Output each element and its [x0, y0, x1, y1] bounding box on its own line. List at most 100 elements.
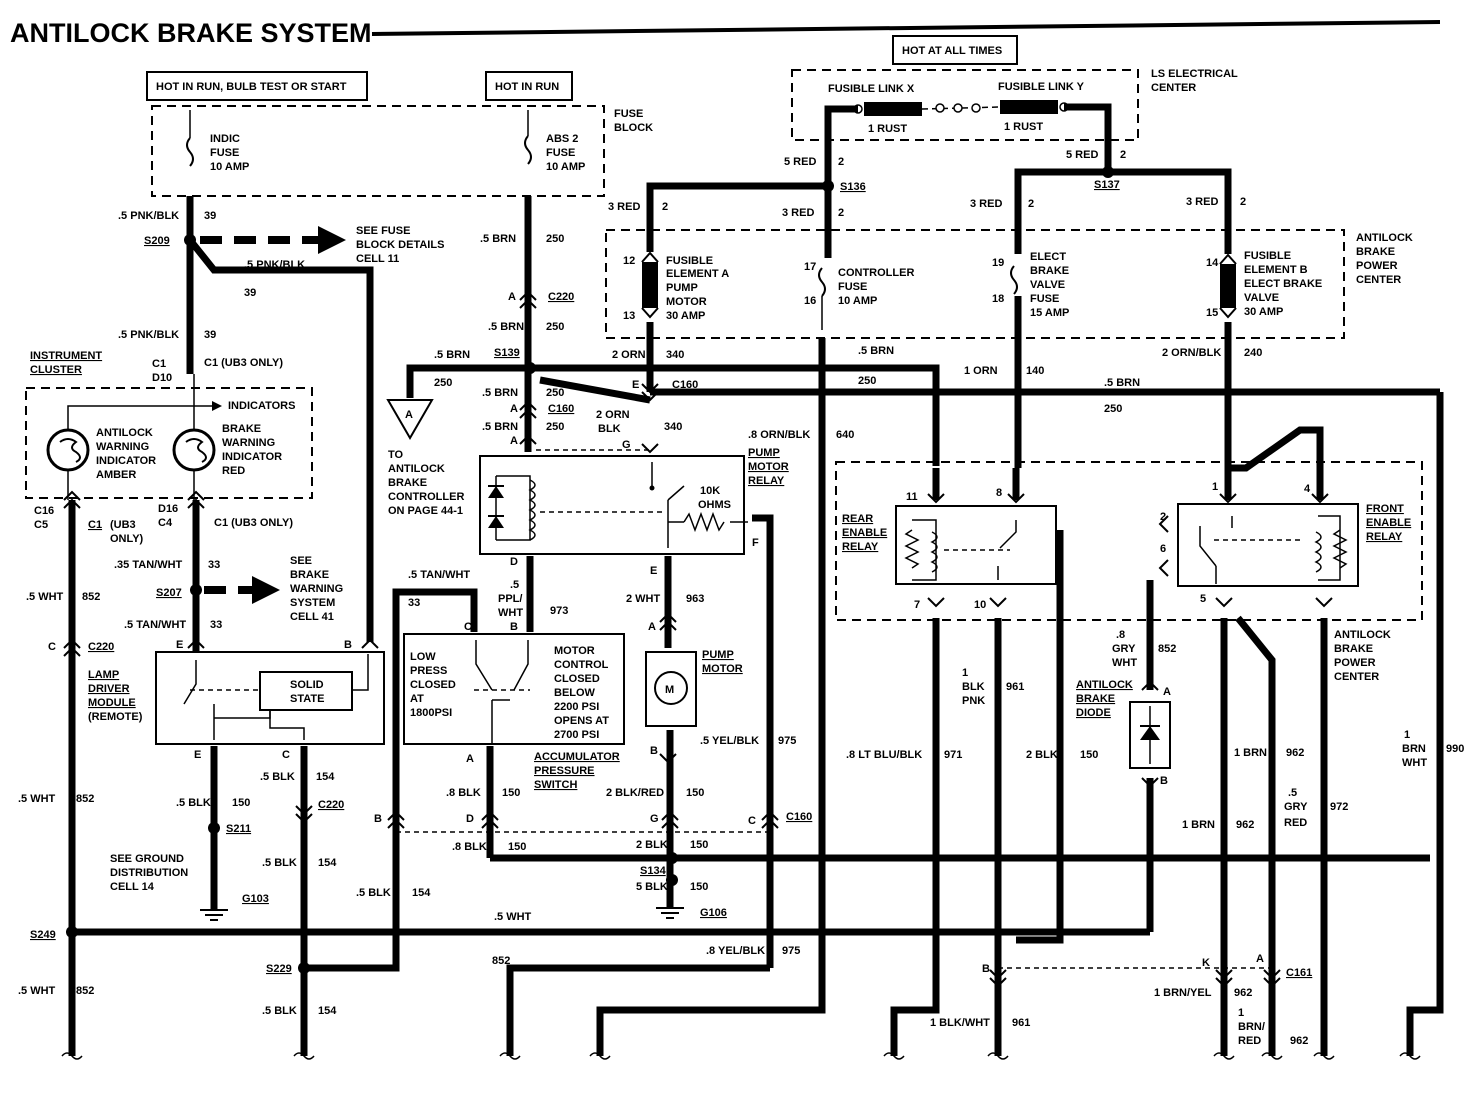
title-rule	[371, 20, 1441, 36]
svg-text:.5 YEL/BLK: .5 YEL/BLK	[700, 735, 759, 747]
svg-text:GRY: GRY	[1112, 643, 1136, 655]
valve-fuse-label-4: FUSE	[1030, 293, 1059, 305]
fusible-element-a-symbol	[642, 262, 658, 308]
indic-fuse-label-1: INDIC	[210, 133, 240, 145]
fuse-block-label-1: FUSE	[614, 108, 643, 120]
svg-text:.5: .5	[1288, 787, 1297, 799]
abs2-fuse-label-2: FUSE	[546, 147, 575, 159]
svg-text:.5 TAN/WHT: .5 TAN/WHT	[124, 619, 186, 631]
svg-text:B: B	[650, 745, 658, 757]
low-press-label-3: CLOSED	[410, 679, 456, 691]
svg-text:962: 962	[1286, 747, 1304, 759]
element-a-label-2: ELEMENT A	[666, 268, 729, 280]
rear-enable-relay	[895, 505, 1057, 585]
motor-control-label-6: OPENS AT	[554, 715, 609, 727]
svg-text:150: 150	[1080, 749, 1098, 761]
element-a-label-3: PUMP	[666, 282, 698, 294]
pin-18: 18	[992, 293, 1004, 305]
valve-fuse-symbol	[1010, 265, 1018, 295]
svg-text:640: 640	[836, 429, 854, 441]
conn-c1-ub3-left-1: C1	[88, 519, 102, 531]
svg-text:3 RED: 3 RED	[970, 198, 1002, 210]
svg-text:.5 BLK: .5 BLK	[176, 797, 211, 809]
valve-fuse-label-2: BRAKE	[1030, 265, 1069, 277]
svg-text:B: B	[344, 639, 352, 651]
motor-control-label-1: MOTOR	[554, 645, 595, 657]
svg-text:E: E	[632, 379, 639, 391]
motor-control-label-3: CLOSED	[554, 673, 600, 685]
hot-run-bulb-label: HOT IN RUN, BULB TEST OR START	[156, 81, 347, 93]
front-enable-relay	[1177, 503, 1359, 587]
motor-control-label-4: BELOW	[554, 687, 596, 699]
pin-15: 15	[1206, 307, 1218, 319]
svg-text:RED: RED	[1284, 817, 1307, 829]
fusible-link-x-label: FUSIBLE LINK X	[828, 83, 915, 95]
svg-text:.5 TAN/WHT: .5 TAN/WHT	[408, 569, 470, 581]
controller-fuse-symbol	[818, 267, 826, 297]
fuse-block-outline	[151, 105, 605, 197]
svg-text:2: 2	[662, 201, 668, 213]
conn-d16: D16	[158, 503, 178, 515]
svg-text:150: 150	[502, 787, 520, 799]
controller-fuse-label-1: CONTROLLER	[838, 267, 914, 279]
relay-pin-f: F	[752, 537, 759, 549]
svg-text:.5 WHT: .5 WHT	[18, 793, 56, 805]
svg-text:.5 BRN: .5 BRN	[488, 321, 524, 333]
controller-ref-letter: A	[405, 409, 413, 421]
pin-16: 16	[804, 295, 816, 307]
abs2-fuse-label-1: ABS 2	[546, 133, 578, 145]
instrument-cluster-label-2: CLUSTER	[30, 364, 82, 376]
svg-text:39: 39	[244, 287, 256, 299]
svg-text:971: 971	[944, 749, 962, 761]
svg-text:3 RED: 3 RED	[1186, 196, 1218, 208]
ground-g106-symbol	[656, 907, 684, 919]
valve-fuse-label-1: ELECT	[1030, 251, 1066, 263]
low-press-label-5: 1800PSI	[410, 707, 452, 719]
svg-text:33: 33	[208, 559, 220, 571]
svg-text:2 BLK/RED: 2 BLK/RED	[606, 787, 664, 799]
solid-state-block	[259, 671, 353, 711]
svg-text:961: 961	[1012, 1017, 1030, 1029]
antilock-indicator-label-3: INDICATOR	[96, 455, 156, 467]
svg-text:5 RED: 5 RED	[1066, 149, 1098, 161]
svg-text:2: 2	[1160, 511, 1166, 523]
pump-motor-label-2: MOTOR	[702, 663, 743, 675]
solid-state-label-1: SOLID	[290, 679, 324, 691]
solid-state-label-2: STATE	[290, 693, 324, 705]
pump-motor-relay	[479, 455, 745, 555]
svg-text:C: C	[464, 621, 472, 633]
svg-text:G: G	[650, 813, 659, 825]
brake-indicator-label-3: INDICATOR	[222, 451, 282, 463]
splice-s136: S136	[840, 181, 866, 193]
element-b-label-2: ELEMENT B	[1244, 264, 1308, 276]
svg-text:2 ORN: 2 ORN	[612, 349, 646, 361]
svg-text:E: E	[176, 639, 183, 651]
antilock-indicator-label-4: AMBER	[96, 469, 136, 481]
front-relay-internals	[1199, 515, 1348, 584]
svg-text:852: 852	[1158, 643, 1176, 655]
10k-resistor-symbol	[683, 511, 725, 533]
pin-19: 19	[992, 257, 1004, 269]
controller-fuse-label-2: FUSE	[838, 281, 867, 293]
svg-text:250: 250	[546, 321, 564, 333]
brake-indicator-label-2: WARNING	[222, 437, 275, 449]
svg-text:39: 39	[204, 210, 216, 222]
svg-text:154: 154	[316, 771, 335, 783]
antilock-brake-diode	[1129, 701, 1171, 769]
pump-relay-label-1: PUMP	[748, 447, 780, 459]
pump-motor-symbol	[654, 671, 688, 705]
svg-text:BRN: BRN	[1402, 743, 1426, 755]
svg-text:A: A	[508, 291, 516, 303]
connector-chevrons	[63, 290, 1333, 988]
svg-text:962: 962	[1234, 987, 1252, 999]
svg-text:C: C	[748, 815, 756, 827]
svg-text:BLK: BLK	[598, 423, 621, 435]
hot-all-times-label: HOT AT ALL TIMES	[902, 45, 1002, 57]
svg-text:250: 250	[434, 377, 452, 389]
power-center-bottom-2: BRAKE	[1334, 643, 1373, 655]
antilock-indicator-label-2: WARNING	[96, 441, 149, 453]
svg-text:240: 240	[1244, 347, 1262, 359]
ground-ref-1: SEE GROUND	[110, 853, 184, 865]
svg-text:33: 33	[210, 619, 222, 631]
